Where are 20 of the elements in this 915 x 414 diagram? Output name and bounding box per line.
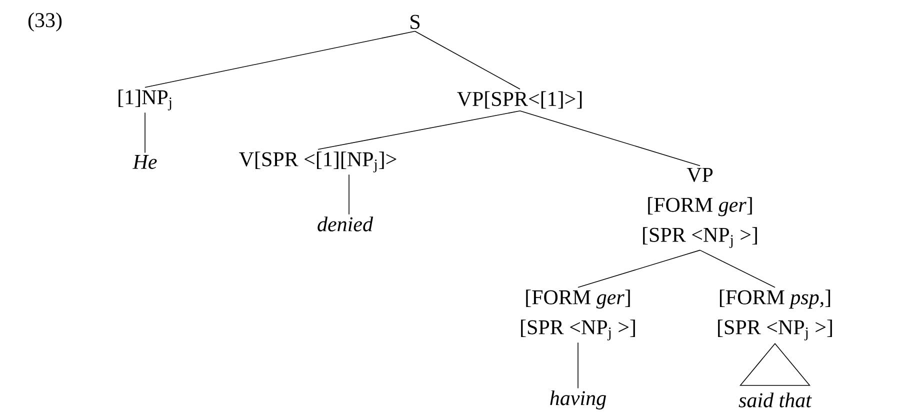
- feature-label: [FORM ger] [SPR <NP$_{j}$ >]: [521, 290, 635, 340]
- feature-label: [FORM psp,] [SPR <NP$_{j}$ >]: [718, 290, 832, 340]
- tree-branch: [578, 250, 700, 288]
- category-label: V[SPR <[1][NP$_{j}$]>: [239, 152, 396, 172]
- tree-branch: [700, 250, 776, 288]
- word: He: [132, 155, 157, 169]
- word: said that: [738, 392, 812, 408]
- example-number: (33): [28, 12, 62, 32]
- tree-branch: [144, 112, 146, 154]
- word: denied: [318, 216, 374, 232]
- tree-branch: [520, 110, 700, 166]
- category-label: S: [410, 14, 420, 30]
- tree-branch: [348, 174, 350, 215]
- tree-branch: [144, 30, 416, 88]
- category-label: VP[SPR<[1]>]: [457, 91, 582, 109]
- tree-branch: [414, 30, 520, 90]
- word: having: [550, 390, 606, 410]
- category-label: [1]NP$_{j}$: [118, 90, 172, 110]
- feature-label: VP [FORM ger] [SPR <NP$_{j}$ >]: [643, 168, 757, 248]
- tree-branch: [318, 110, 520, 150]
